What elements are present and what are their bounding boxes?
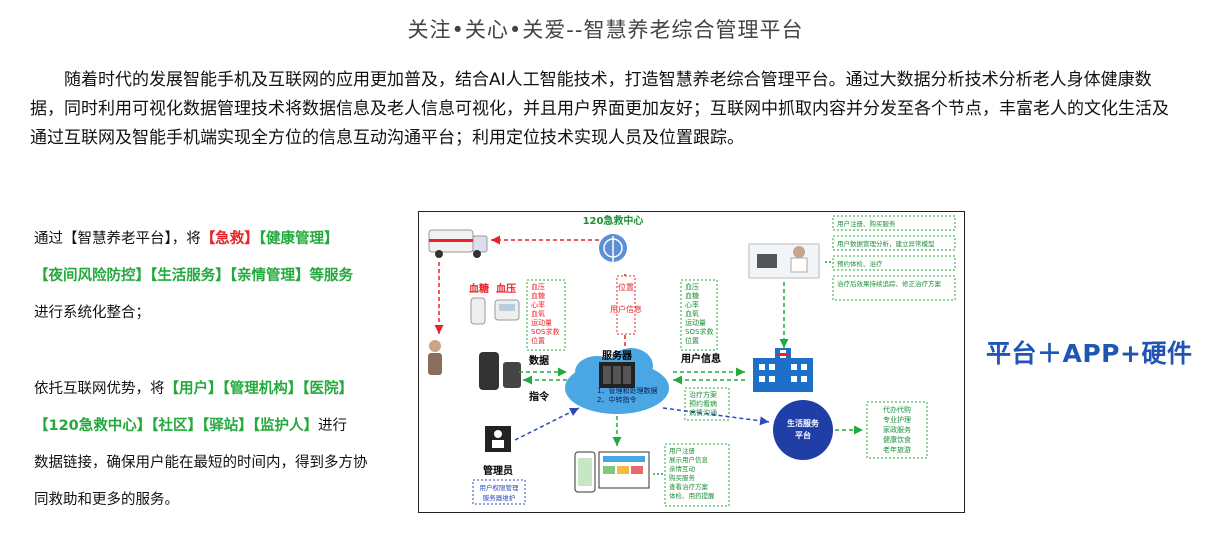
app-item: 查看治疗方案 (669, 482, 709, 491)
center120-label: 120急救中心 (583, 214, 644, 227)
bp-monitor-icon (494, 299, 520, 321)
network-text-4: 同救助和更多的服务。 (34, 492, 179, 508)
life-item: 代办代购 (883, 405, 911, 414)
diagram-svg: 120急救中心 位置 用户信息 血糖 血压 血压 血糖 心率 血氧 运动量 SO… (428, 214, 956, 507)
data-label: 数据 (529, 354, 549, 367)
app-item: 体检、用药提醒 (669, 491, 715, 500)
server-icon (603, 366, 631, 384)
doctor-item: 用户数据管理分析，建立异常模型 (837, 239, 935, 248)
hospital-item: 血糖 (685, 291, 699, 300)
server-item-1: 1、管理和处理数据 (597, 386, 657, 395)
mobile-app-icon (574, 451, 596, 493)
admin-item-2: 服务器维护 (483, 493, 516, 502)
device-data-list: 血压 血糖 心率 血氧 运动量 SOS求救 位置 (531, 282, 559, 345)
app-item: 展示用户信息 (669, 455, 709, 464)
treatment-item: 治疗方案 (689, 390, 717, 399)
integration-text-1: 通过【智慧养老平台】，将 (34, 231, 201, 247)
network-text-3: 数据链接，确保用户能在最短的时间内，得到多方协 (34, 455, 368, 471)
hospital-item: SOS求救 (685, 327, 713, 336)
life-item: 老年旅游 (883, 445, 911, 454)
integration-text: 通过【智慧养老平台】，将【急救】【健康管理】 【夜间风险防控】【生活服务】【亲情… (34, 221, 406, 332)
admin-item-1: 用户权限管理 (480, 483, 520, 492)
hospital-item: 运动量 (685, 318, 706, 327)
hospital-item: 位置 (685, 336, 699, 345)
doctor-icon (748, 243, 820, 279)
treatment-item: 预约看病 (689, 399, 717, 408)
device-item: 血压 (531, 282, 545, 291)
life-service-platform (773, 400, 833, 460)
services-label: 【夜间风险防控】【生活服务】【亲情管理】等服务 (34, 268, 353, 284)
hospital-data-list: 血压 血糖 心率 血氧 运动量 SOS求救 位置 (685, 282, 713, 345)
position-box-2: 用户信息 (610, 304, 642, 314)
user-info-label: 用户信息 (680, 352, 721, 365)
device-item: 位置 (531, 336, 545, 345)
hospital-item: 血压 (685, 282, 699, 291)
page-title: 关注•关心•关爱--智慧养老综合管理平台 (407, 18, 804, 42)
doctor-item: 治疗后效果持续追踪、修正治疗方案 (837, 279, 942, 288)
device-item: 心率 (531, 300, 545, 309)
app-screen-icon (598, 451, 650, 489)
life-service-label-1: 生活服务 (787, 418, 820, 428)
health-label: 【健康管理】 (258, 231, 339, 247)
blood-sugar-label: 血糖 (469, 282, 489, 295)
slogan: 平台＋APP+硬件 (986, 339, 1193, 368)
device-item: 血氧 (531, 309, 545, 318)
treatment-list: 治疗方案 预约看病 病情沟通 (689, 390, 717, 417)
parties-label-2: 【120急救中心】【社区】【驿站】【监护人】 (34, 418, 319, 434)
hospital-icon (753, 348, 813, 392)
hospital-item: 血氧 (685, 309, 699, 318)
command-label: 指令 (529, 390, 550, 403)
treatment-item: 病情沟通 (689, 408, 717, 417)
doctor-item: 用户注册、购买服务 (837, 219, 896, 228)
app-item: 购买服务 (669, 473, 696, 482)
doctor-service-list: 用户注册、购买服务 用户数据管理分析，建立异常模型 预约体检、治疗 治疗后效果持… (832, 215, 956, 301)
device-item: 运动量 (531, 318, 552, 327)
position-box-1: 位置 (618, 282, 634, 292)
life-item: 健康饮食 (883, 435, 911, 444)
admin-label: 管理员 (483, 464, 513, 477)
life-service-label-2: 平台 (795, 430, 811, 440)
device-item: SOS求救 (531, 327, 559, 336)
network-text: 依托互联网优势，将【用户】【管理机构】【医院】 【120急救中心】【社区】【驿站… (34, 371, 406, 519)
glucose-meter-icon (470, 297, 486, 325)
device-item: 血糖 (531, 291, 545, 300)
parties-label-1: 【用户】【管理机构】【医院】 (164, 381, 354, 397)
intro-paragraph: 随着时代的发展智能手机及互联网的应用更加普及，结合AI人工智能技术，打造智慧养老… (30, 66, 1180, 153)
network-text-1: 依托互联网优势，将 (34, 381, 165, 397)
hospital-item: 心率 (685, 300, 699, 309)
admin-icon (485, 426, 511, 452)
life-item: 家政服务 (883, 425, 911, 434)
ambulance-icon (428, 229, 488, 258)
intro-text: 随着时代的发展智能手机及互联网的应用更加普及，结合AI人工智能技术，打造智慧养老… (30, 70, 1169, 148)
elderly-person-icon (428, 340, 442, 375)
blood-pressure-label: 血压 (496, 282, 516, 295)
server-label: 服务器 (602, 349, 633, 362)
server-item-2: 2、中转指令 (597, 395, 636, 404)
smart-watch-icon (479, 352, 521, 390)
integration-text-2: 进行系统化整合； (34, 305, 150, 321)
emergency-label: 【急救】 (200, 231, 259, 247)
app-feature-list: 用户注册 展示用户信息 亲情互动 购买服务 查看治疗方案 体检、用药提醒 (669, 446, 715, 500)
who-emblem-icon (599, 234, 627, 262)
life-service-list: 代办代购 专业护理 家政服务 健康饮食 老年旅游 (883, 405, 911, 454)
architecture-diagram: 120急救中心 位置 用户信息 血糖 血压 血压 血糖 心率 血氧 运动量 SO… (418, 211, 965, 513)
life-item: 专业护理 (883, 415, 911, 424)
network-text-2: 进行 (318, 418, 348, 434)
doctor-item: 预约体检、治疗 (837, 259, 883, 268)
app-item: 亲情互动 (669, 464, 696, 473)
app-item: 用户注册 (669, 446, 696, 455)
